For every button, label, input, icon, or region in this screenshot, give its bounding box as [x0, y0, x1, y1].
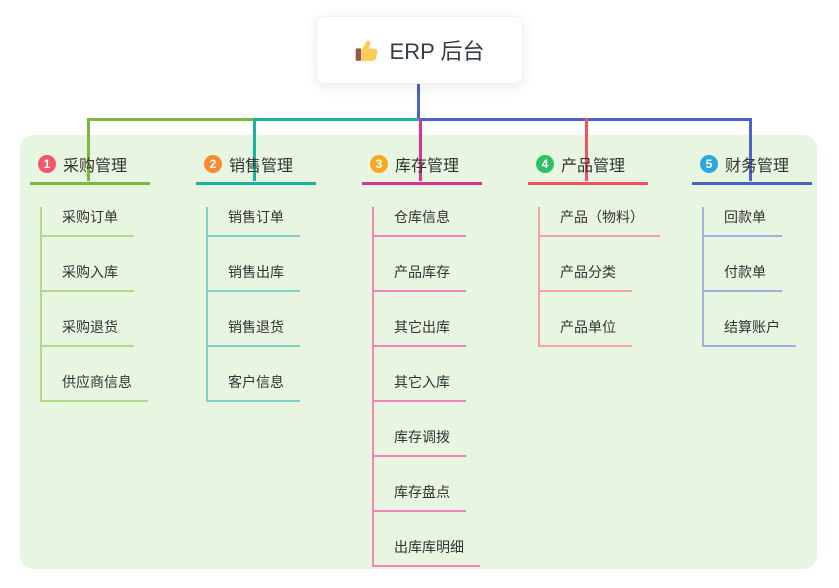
item-node[interactable]: 采购订单: [42, 207, 134, 237]
item-node[interactable]: 产品单位: [540, 317, 632, 347]
branch-header[interactable]: 2 销售管理: [196, 150, 316, 185]
item-node[interactable]: 库存盘点: [374, 482, 466, 512]
item-node[interactable]: 结算账户: [704, 317, 796, 347]
branch-header[interactable]: 5 财务管理: [692, 150, 812, 185]
item-node[interactable]: 出库库明细: [374, 537, 480, 567]
branch-number-badge: 5: [700, 155, 718, 173]
branch-1: 1 采购管理采购订单采购入库采购退货供应商信息: [30, 150, 180, 402]
item-node[interactable]: 产品（物料）: [540, 207, 660, 237]
item-node[interactable]: 销售订单: [208, 207, 300, 237]
branch-number-badge: 2: [204, 155, 222, 173]
branch-5: 5 财务管理回款单付款单结算账户: [692, 150, 839, 347]
connector-line: [416, 84, 420, 118]
branch-label: 采购管理: [63, 158, 128, 175]
root-node[interactable]: ERP 后台: [316, 16, 523, 84]
connector-line: [420, 118, 752, 121]
branch-header[interactable]: 3 库存管理: [362, 150, 482, 185]
item-node[interactable]: 产品分类: [540, 262, 632, 292]
branch-2: 2 销售管理销售订单销售出库销售退货客户信息: [196, 150, 346, 402]
item-node[interactable]: 回款单: [704, 207, 782, 237]
item-node[interactable]: 仓库信息: [374, 207, 466, 237]
connector-line: [88, 118, 255, 121]
branch-label: 财务管理: [725, 158, 790, 175]
branch-label: 产品管理: [561, 158, 626, 175]
item-node[interactable]: 客户信息: [208, 372, 300, 402]
item-node[interactable]: 销售退货: [208, 317, 300, 347]
branch-4: 4 产品管理产品（物料） 产品分类产品单位: [528, 150, 678, 347]
branch-items: 产品（物料） 产品分类产品单位: [538, 207, 678, 347]
connector-line: [254, 118, 421, 121]
branch-label: 库存管理: [395, 158, 460, 175]
item-node[interactable]: 采购退货: [42, 317, 134, 347]
branch-items: 仓库信息产品库存其它出库其它入库库存调拨库存盘点出库库明细: [372, 207, 512, 567]
item-node[interactable]: 采购入库: [42, 262, 134, 292]
item-node[interactable]: 库存调拨: [374, 427, 466, 457]
item-node[interactable]: 产品库存: [374, 262, 466, 292]
branch-label: 销售管理: [229, 158, 294, 175]
item-node[interactable]: 其它入库: [374, 372, 466, 402]
branch-header[interactable]: 1 采购管理: [30, 150, 150, 185]
branch-items: 销售订单销售出库销售退货客户信息: [206, 207, 346, 402]
branch-header[interactable]: 4 产品管理: [528, 150, 648, 185]
branch-number-badge: 4: [536, 155, 554, 173]
branch-3: 3 库存管理仓库信息产品库存其它出库其它入库库存调拨库存盘点出库库明细: [362, 150, 512, 567]
branch-number-badge: 3: [370, 155, 388, 173]
item-node[interactable]: 销售出库: [208, 262, 300, 292]
item-node[interactable]: 付款单: [704, 262, 782, 292]
branch-number-badge: 1: [38, 155, 56, 173]
thumbs-up-icon: [355, 38, 380, 63]
branch-items: 采购订单采购入库采购退货供应商信息: [40, 207, 180, 402]
branch-items: 回款单付款单结算账户: [702, 207, 839, 347]
item-node[interactable]: 供应商信息: [42, 372, 148, 402]
root-label: ERP 后台: [389, 39, 485, 64]
item-node[interactable]: 其它出库: [374, 317, 466, 347]
branches-panel: [20, 135, 817, 569]
